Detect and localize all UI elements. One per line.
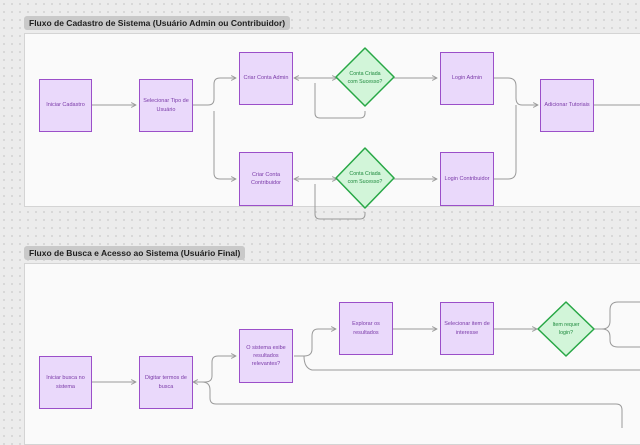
decision-diamond-requires-login <box>537 301 595 357</box>
node-create-admin[interactable]: Criar Conta Admin <box>239 52 293 105</box>
search-flow-frame[interactable] <box>24 263 640 445</box>
edge-select-to-contributor <box>213 111 236 179</box>
node-explore-results[interactable]: Explorar os resultados <box>339 302 393 355</box>
connectors-layer <box>92 47 640 428</box>
node-add-tutorials[interactable]: Adicionar Tutoriais <box>540 79 594 132</box>
decision-contributor-label[interactable]: Conta Criada com Sucesso? <box>347 170 383 185</box>
edge-results-check-to-explore <box>294 329 336 357</box>
decision-diamond-admin <box>335 47 395 107</box>
decision-requires-login-label[interactable]: Item requer login? <box>552 321 580 336</box>
edge-results-check-no <box>303 355 640 371</box>
edge-contributor-decision-retry <box>314 184 366 220</box>
edge-admin-decision-retry <box>314 83 366 119</box>
section-title-search: Fluxo de Busca e Acesso ao Sistema (Usuá… <box>24 246 246 260</box>
edge-terms-to-results-check <box>193 356 236 382</box>
edge-select-to-admin <box>193 78 236 106</box>
decision-diamond-contributor <box>335 147 395 209</box>
node-create-contributor[interactable]: Criar Conta Contribuidor <box>239 152 293 206</box>
section-title-signup: Fluxo de Cadastro de Sistema (Usuário Ad… <box>24 16 291 30</box>
node-select-item[interactable]: Selecionar item de interesse <box>440 302 494 355</box>
edge-login-check-yes <box>593 301 640 330</box>
edge-terms-down <box>193 381 623 428</box>
node-login-admin[interactable]: Login Admin <box>440 52 494 105</box>
node-shows-results[interactable]: O sistema exibe resultados relevantes? <box>239 329 293 383</box>
node-start-search[interactable]: Iniciar busca no sistema <box>39 356 92 409</box>
edge-login-admin-to-tutorials <box>494 77 538 105</box>
edge-login-check-no <box>601 328 640 348</box>
node-login-contributor[interactable]: Login Contribuidor <box>440 152 494 206</box>
node-start-signup[interactable]: Iniciar Cadastro <box>39 79 92 132</box>
node-type-search-terms[interactable]: Digitar termos de busca <box>139 356 193 409</box>
edge-login-contributor-to-tutorials <box>494 105 517 180</box>
node-select-user-type[interactable]: Selecionar Tipo de Usuário <box>139 79 193 132</box>
decision-admin-label[interactable]: Conta Criada com Sucesso? <box>347 70 383 85</box>
